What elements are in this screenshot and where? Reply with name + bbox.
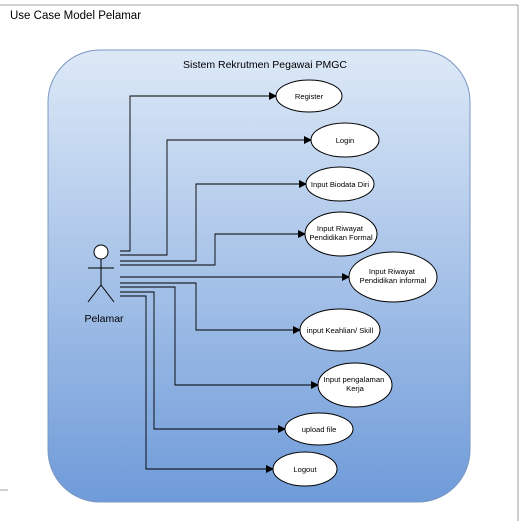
actor-leg-left — [87, 284, 102, 303]
association-biodata — [120, 180, 307, 262]
use-case-pendidikan-informal — [348, 251, 438, 303]
association-login — [120, 136, 312, 256]
association-pendidikan-formal — [120, 230, 306, 266]
use-case-login — [310, 122, 380, 158]
use-case-label-pengalaman: Input pengalaman Kerja — [324, 375, 387, 393]
use-case-register — [275, 79, 343, 113]
actor-leg-right — [100, 284, 115, 303]
use-case-label-login: Login — [336, 136, 355, 145]
use-case-labels: Register Login Input Biodata Diri Input … — [293, 92, 426, 474]
use-cases — [272, 79, 438, 487]
use-case-label-keahlian: input Keahlian/ Skill — [307, 326, 374, 335]
use-case-label-biodata: Input Biodata Diri — [311, 180, 370, 189]
association-register — [120, 92, 277, 252]
use-case-label-pendidikan-informal: Input Riwayat Pendidikan informal — [360, 267, 427, 285]
use-case-pendidikan-formal — [304, 211, 378, 257]
use-case-pengalaman — [317, 362, 393, 408]
associations — [120, 92, 350, 473]
association-upload — [120, 291, 286, 433]
system-title: Sistem Rekrutmen Pegawai PMGC — [183, 59, 347, 71]
actor-label: Pelamar — [84, 313, 124, 325]
use-case-upload — [284, 412, 354, 446]
diagram-title: Use Case Model Pelamar — [10, 10, 142, 22]
use-case-label-logout: Logout — [293, 465, 317, 474]
use-case-keahlian — [299, 308, 381, 352]
association-logout — [120, 295, 274, 473]
use-case-biodata — [305, 166, 375, 202]
use-case-label-register: Register — [295, 92, 324, 101]
association-pengalaman — [120, 286, 319, 389]
actor-head — [93, 244, 109, 260]
use-case-label-upload: upload file — [302, 425, 337, 434]
use-case-logout — [272, 451, 338, 487]
association-keahlian — [120, 282, 301, 334]
use-case-label-pendidikan-formal: Input Riwayat Pendidikan Formal — [309, 224, 373, 242]
actor-pelamar: Pelamar — [84, 244, 124, 325]
